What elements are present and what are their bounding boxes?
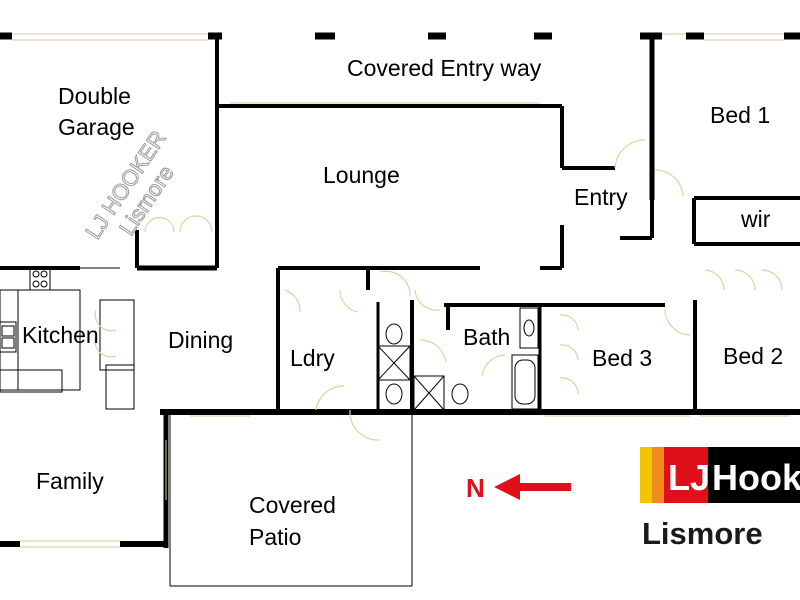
brand-logo: LJ Hook Lismore <box>640 447 800 551</box>
label-bed3: Bed 3 <box>592 345 652 371</box>
label-dining: Dining <box>168 327 233 353</box>
label-double-garage-line1: Double <box>58 83 131 109</box>
logo-red-block <box>664 447 708 503</box>
north-letter: N <box>466 473 485 503</box>
logo-stripe-orange <box>652 447 664 503</box>
label-bath: Bath <box>463 324 510 350</box>
logo-office: Lismore <box>642 516 763 551</box>
logo-stripe-yellow <box>640 447 652 503</box>
label-bed1: Bed 1 <box>710 102 770 128</box>
logo-hooker: Hook <box>712 457 800 498</box>
label-covered-patio-line2: Patio <box>249 524 301 550</box>
label-covered-patio-line1: Covered <box>249 492 336 518</box>
label-covered-entry-way: Covered Entry way <box>347 55 542 81</box>
label-wir: wir <box>740 206 771 232</box>
bath-fixtures <box>377 307 539 411</box>
door-swings <box>94 139 783 441</box>
label-lounge: Lounge <box>323 162 400 188</box>
label-family: Family <box>36 468 104 494</box>
label-bed2: Bed 2 <box>723 343 783 369</box>
label-entry: Entry <box>574 184 628 210</box>
room-labels: Covered Entry way Double Garage Lounge E… <box>22 55 783 550</box>
label-ldry: Ldry <box>290 345 335 371</box>
label-double-garage-line2: Garage <box>58 114 135 140</box>
north-arrow: N <box>466 473 571 503</box>
logo-black-block <box>708 447 800 503</box>
outer-walls <box>0 32 800 587</box>
label-kitchen: Kitchen <box>22 322 99 348</box>
kitchen-fixtures <box>0 267 135 410</box>
logo-lj: LJ <box>668 457 710 498</box>
north-arrow-icon <box>494 474 571 500</box>
